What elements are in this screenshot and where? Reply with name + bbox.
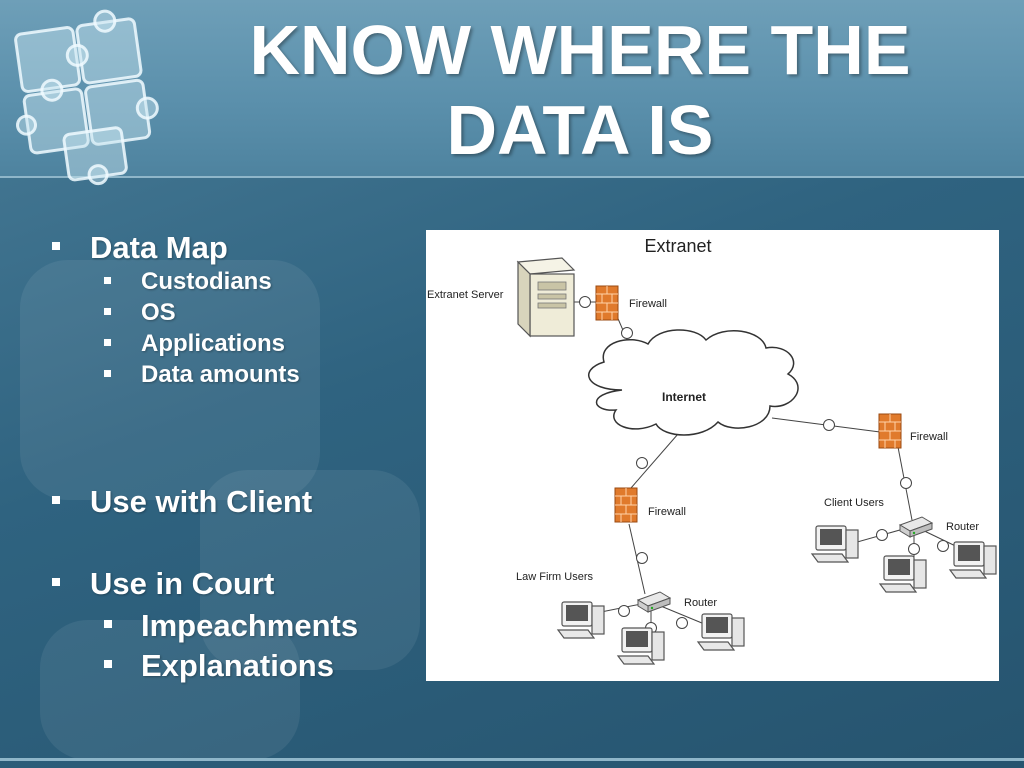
label-client-users: Client Users — [824, 497, 884, 509]
bullet-marker — [104, 339, 111, 346]
sub-bullet-label: Explanations — [141, 648, 334, 683]
computer-icon — [949, 541, 997, 579]
label-firewall-top: Firewall — [629, 298, 667, 310]
computer-icon — [697, 613, 745, 651]
bullet-label: Data Map — [90, 230, 228, 265]
bullet-marker — [104, 370, 111, 377]
computer-icon — [557, 601, 605, 639]
puzzle-logo — [14, 9, 159, 186]
label-internet: Internet — [662, 390, 706, 404]
label-router-right: Router — [946, 521, 979, 533]
label-extranet-server: Extranet Server — [427, 289, 504, 301]
title-line-1: KNOW WHERE THE — [249, 11, 911, 89]
slide-title: KNOW WHERE THE DATA IS — [150, 10, 1010, 170]
bullet-marker — [52, 242, 60, 250]
background-shape — [200, 470, 420, 670]
bullet-marker — [104, 620, 112, 628]
bullet-marker — [52, 578, 60, 586]
internet-cloud-icon — [588, 329, 799, 436]
sub-bullet-label: Custodians — [141, 268, 272, 295]
title-band — [0, 0, 1024, 178]
bullet-marker — [52, 496, 60, 504]
bottom-rule — [0, 758, 1024, 761]
firewall-icon — [595, 285, 619, 321]
computer-icon — [879, 555, 927, 593]
bullet-label: Use with Client — [90, 484, 313, 519]
bullet-marker — [104, 660, 112, 668]
label-firewall-right: Firewall — [910, 431, 948, 443]
sub-bullet-label: OS — [141, 299, 176, 326]
bullet-label: Use in Court — [90, 566, 275, 601]
computer-icon — [811, 525, 859, 563]
label-law-firm-users: Law Firm Users — [516, 571, 594, 583]
label-router-left: Router — [684, 597, 717, 609]
title-line-2: DATA IS — [446, 91, 714, 169]
server-icon — [516, 257, 576, 338]
bullet-marker — [104, 277, 111, 284]
network-diagram: Extranet — [426, 230, 999, 681]
background-shape — [20, 260, 320, 500]
firewall-icon — [878, 413, 902, 449]
computer-icon — [617, 627, 665, 665]
router-icon — [637, 591, 671, 613]
bullet-marker — [104, 308, 111, 315]
network-diagram-svg: Extranet — [427, 236, 997, 665]
sub-bullet-label: Applications — [141, 330, 286, 357]
sub-bullet-label: Data amounts — [141, 361, 300, 388]
firewall-icon — [614, 487, 638, 523]
label-firewall-left: Firewall — [648, 506, 686, 518]
diagram-title: Extranet — [644, 236, 711, 256]
background-shape — [40, 620, 300, 760]
sub-bullet-label: Impeachments — [141, 608, 359, 643]
router-icon — [899, 516, 933, 538]
